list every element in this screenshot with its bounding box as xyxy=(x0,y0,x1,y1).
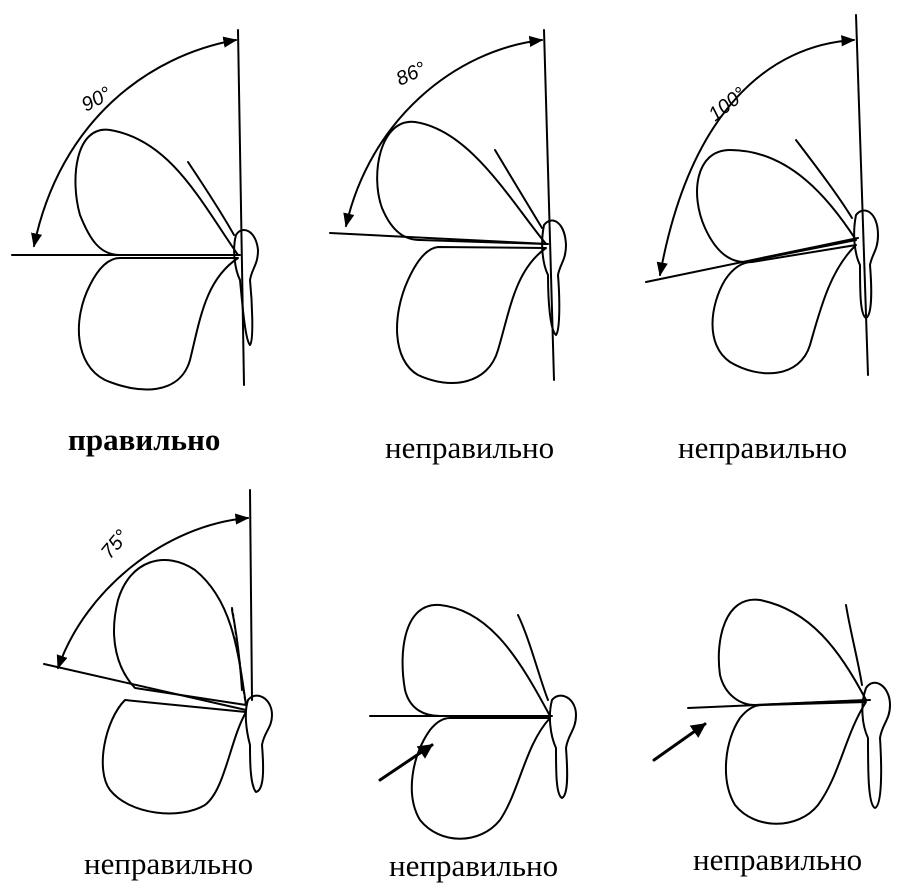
angle-label: 75° xyxy=(97,526,133,563)
caption-panel-5: неправильно xyxy=(389,850,558,881)
hindwing-outline xyxy=(79,258,238,390)
caption-panel-1: правильно xyxy=(68,424,220,455)
butterfly-panel-1: 90° xyxy=(12,30,258,390)
caption-panel-4: неправильно xyxy=(84,848,253,879)
body-outline xyxy=(542,221,566,335)
forewing-outline xyxy=(697,150,856,262)
forewing-outline xyxy=(377,122,546,244)
forewing-outline xyxy=(75,130,238,255)
antenna-line xyxy=(846,605,862,685)
butterfly-panel-4: 75° xyxy=(44,490,272,813)
caption-panel-3: неправильно xyxy=(678,432,847,463)
antenna-line xyxy=(495,150,542,228)
caption-panel-2: неправильно xyxy=(385,432,554,463)
wing-edge-line xyxy=(44,664,246,710)
forewing-outline xyxy=(719,600,866,705)
vertical-axis-line xyxy=(250,490,252,700)
angle-arc xyxy=(58,518,248,668)
butterfly-panel-5 xyxy=(370,605,576,839)
angle-label: 90° xyxy=(78,83,115,117)
angle-arc xyxy=(660,40,854,275)
hindwing-outline xyxy=(397,247,546,383)
pointer-arrow xyxy=(654,724,705,760)
antenna-line xyxy=(188,162,234,235)
caption-panel-6: неправильно xyxy=(693,844,862,875)
angle-arc xyxy=(34,40,236,246)
vertical-axis-line xyxy=(238,30,244,385)
butterfly-panel-3: 100° xyxy=(646,15,878,375)
vertical-axis-line xyxy=(856,15,868,375)
pointer-arrow xyxy=(380,745,432,780)
forewing-outline xyxy=(403,605,550,716)
body-outline xyxy=(234,230,258,345)
body-outline xyxy=(550,696,576,798)
forewing-outline xyxy=(114,560,246,705)
hindwing-outline xyxy=(412,718,550,839)
angle-label: 86° xyxy=(393,58,430,91)
body-outline xyxy=(246,696,272,792)
butterfly-panel-2: 86° xyxy=(330,30,566,383)
butterfly-panel-6 xyxy=(654,600,890,824)
hindwing-outline xyxy=(103,700,246,813)
hindwing-outline xyxy=(726,702,866,824)
